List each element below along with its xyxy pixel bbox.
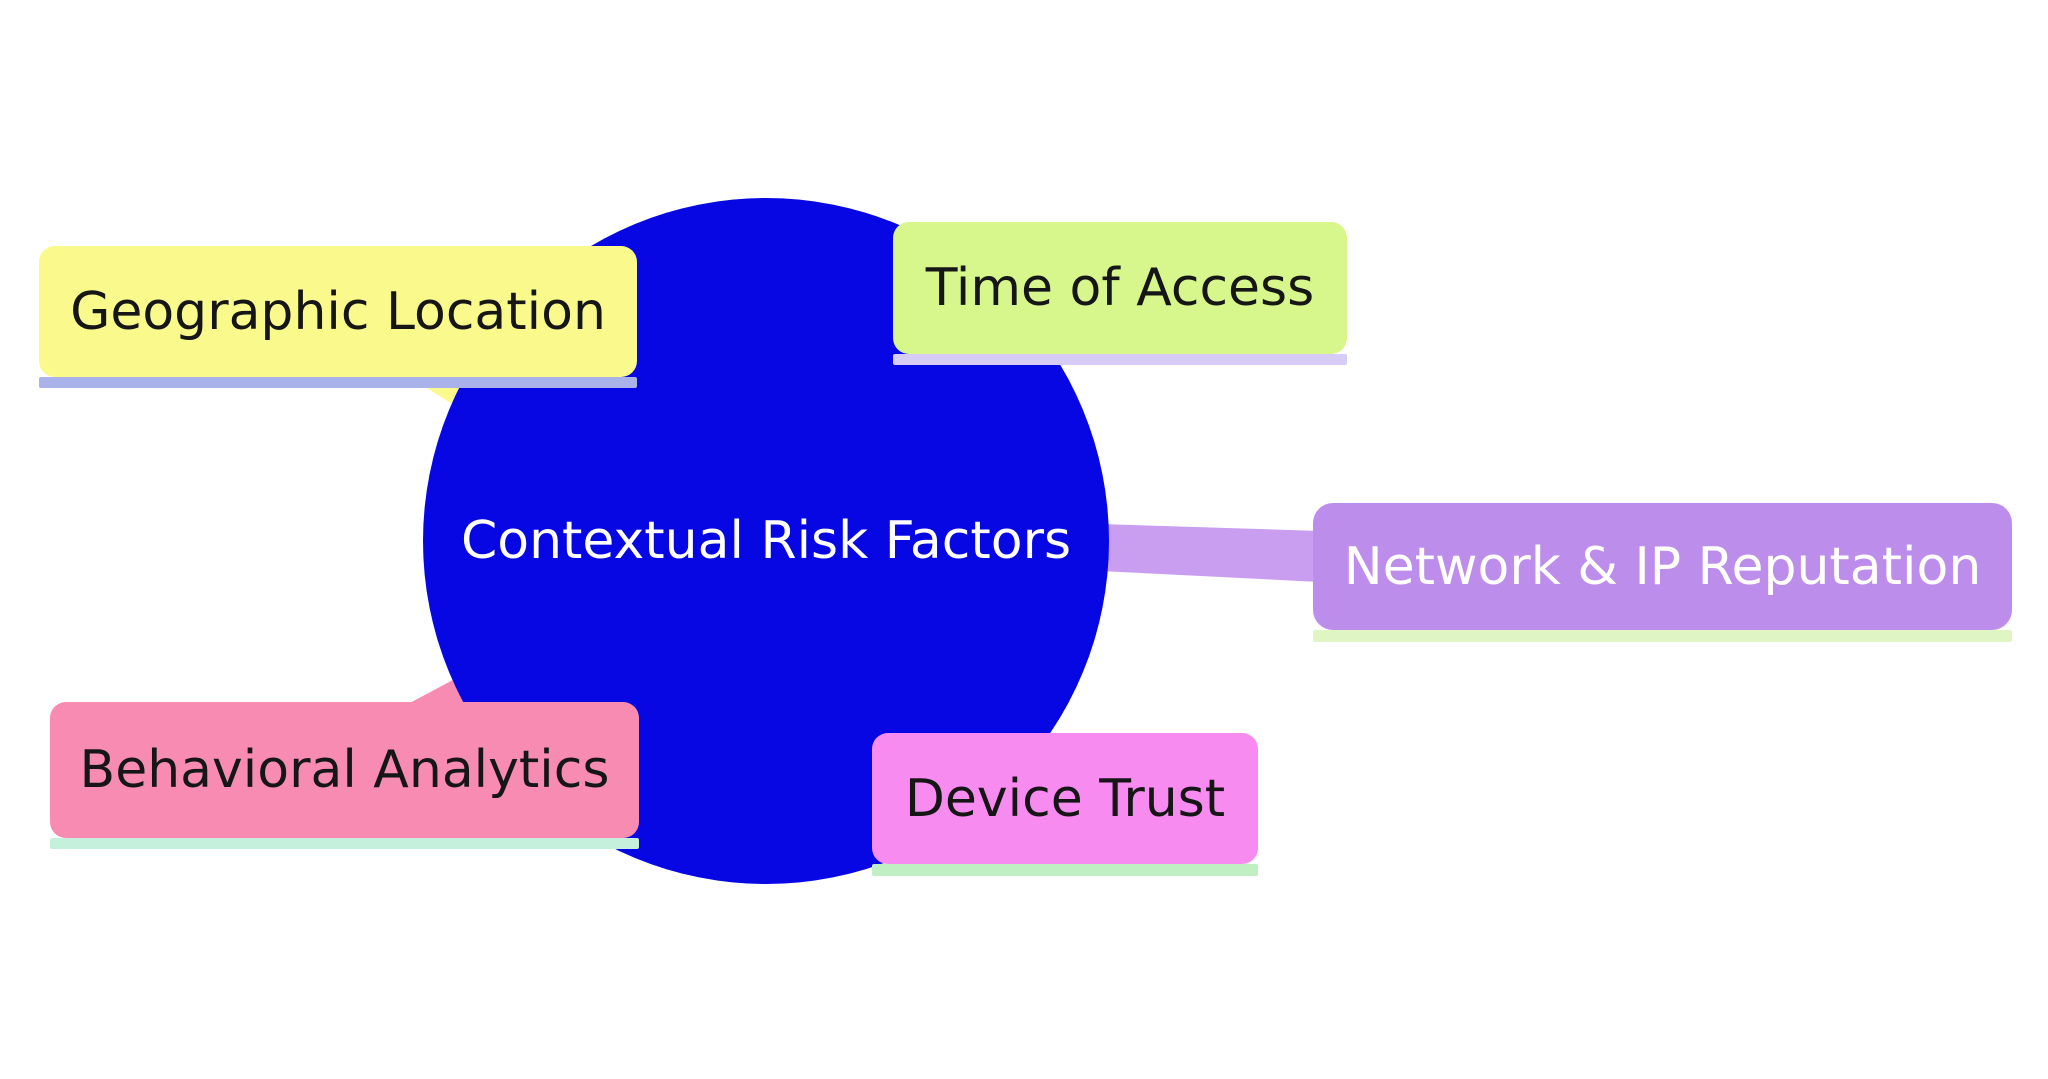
branch-node-time-of-access[interactable]: Time of Access <box>893 222 1347 354</box>
branch-node-device-trust[interactable]: Device Trust <box>872 733 1258 864</box>
network-ip-reputation-underline <box>1313 630 2012 642</box>
central-node-label: Contextual Risk Factors <box>460 511 1072 571</box>
branch-label-network-ip-reputation: Network & IP Reputation <box>1343 536 1982 597</box>
branch-label-geographic-location: Geographic Location <box>70 281 606 342</box>
branch-node-network-ip-reputation[interactable]: Network & IP Reputation <box>1313 503 2012 630</box>
branch-node-geographic-location[interactable]: Geographic Location <box>39 246 637 377</box>
branch-label-device-trust: Device Trust <box>904 768 1226 829</box>
behavioral-analytics-underline <box>50 838 639 849</box>
branch-node-behavioral-analytics[interactable]: Behavioral Analytics <box>50 702 639 838</box>
branch-label-behavioral-analytics: Behavioral Analytics <box>79 740 610 800</box>
time-of-access-underline <box>893 354 1347 365</box>
branch-label-time-of-access: Time of Access <box>925 258 1315 318</box>
device-trust-underline <box>872 864 1258 876</box>
network-ip-reputation-connector-band <box>1100 524 1320 582</box>
geographic-location-underline <box>39 377 637 388</box>
